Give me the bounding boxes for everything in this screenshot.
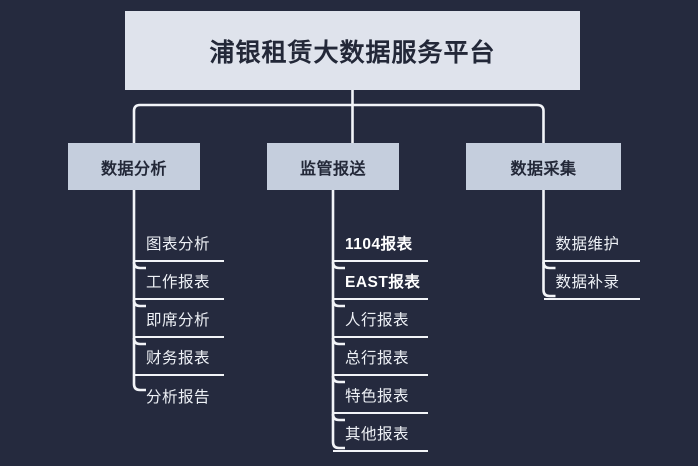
root-node-label: 浦银租赁大数据服务平台	[209, 38, 496, 67]
leaf-item[interactable]: 其他报表	[333, 416, 428, 452]
leaf-label: 数据补录	[555, 274, 620, 291]
leaf-item[interactable]: 总行报表	[333, 340, 428, 376]
leaf-label: 总行报表	[345, 350, 410, 367]
leaf-item[interactable]: 人行报表	[333, 302, 428, 338]
connector-bus-right	[352, 103, 545, 143]
leaf-item[interactable]: 特色报表	[333, 378, 428, 414]
leaf-item[interactable]: 财务报表	[134, 340, 224, 376]
leaf-label: 特色报表	[345, 388, 410, 405]
branch-node-label: 监管报送	[299, 160, 366, 178]
leaf-label: 分析报告	[146, 389, 211, 406]
connector-bus-left	[132, 103, 353, 143]
leaf-item[interactable]: 工作报表	[134, 264, 224, 300]
leaf-label: 财务报表	[146, 350, 211, 367]
leaf-label: 数据维护	[555, 236, 620, 253]
leaf-item[interactable]: 分析报告	[134, 378, 224, 414]
root-node-box[interactable]: 浦银租赁大数据服务平台	[125, 11, 580, 90]
leaf-label: 图表分析	[146, 236, 211, 253]
branch-node-label: 数据分析	[100, 160, 167, 178]
leaf-item[interactable]: 1104报表	[333, 226, 428, 262]
leaf-item[interactable]: 即席分析	[134, 302, 224, 338]
leaf-item[interactable]: 数据补录	[543, 264, 640, 300]
leaf-label: 1104报表	[345, 236, 413, 253]
leaf-item[interactable]: 数据维护	[543, 226, 640, 262]
branch-node-box-regulatory-reporting[interactable]: 监管报送	[267, 143, 399, 190]
leaf-label: 其他报表	[345, 426, 410, 443]
leaf-label: 即席分析	[146, 312, 211, 329]
branch-node-box-data-analysis[interactable]: 数据分析	[68, 143, 200, 190]
leaf-item[interactable]: 图表分析	[134, 226, 224, 262]
leaf-item[interactable]: EAST报表	[333, 264, 428, 300]
leaf-label: 人行报表	[345, 312, 410, 329]
leaf-label: EAST报表	[345, 274, 421, 291]
branch-node-box-data-collection[interactable]: 数据采集	[466, 143, 621, 190]
leaf-label: 工作报表	[146, 274, 211, 291]
branch-node-label: 数据采集	[510, 160, 577, 178]
